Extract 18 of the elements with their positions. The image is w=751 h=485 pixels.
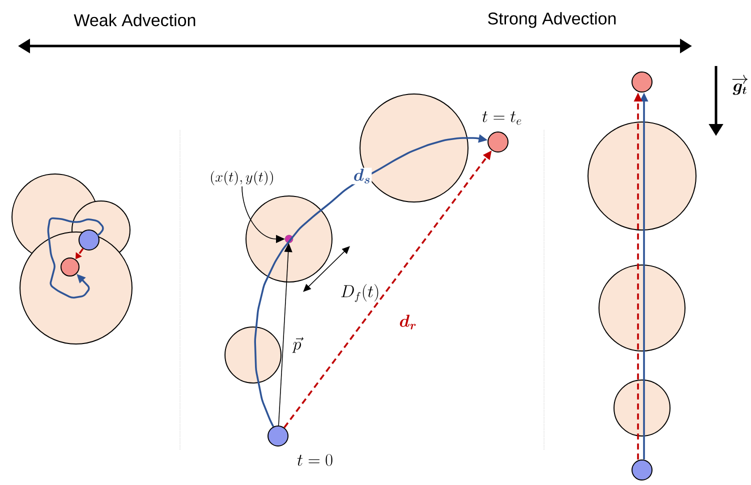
particle [632,72,652,92]
math-label: $\overrightarrow{\boldsymbol{g_t}}$ [732,74,748,95]
particle [60,258,80,276]
heading: Strong Advection [488,12,616,28]
edge-label: $\boldsymbol{d_s}$ [352,168,372,184]
particle [488,132,508,152]
particle [78,230,100,250]
particle-dot [284,234,294,244]
edge-label: $\vec{p}$ [292,336,304,354]
math-label: $D_f(t)$ [341,284,378,302]
coordinate-label: $(x(t),y(t))$ [211,170,273,186]
edge-label: $\boldsymbol{d_r}$ [398,314,418,330]
particle [268,426,288,446]
time-label: $t = t_e$ [482,111,522,125]
trajectory-arrow [47,217,104,298]
particle [632,460,652,480]
heading: Weak Advection [74,14,196,26]
time-label: $t = 0$ [297,454,332,466]
